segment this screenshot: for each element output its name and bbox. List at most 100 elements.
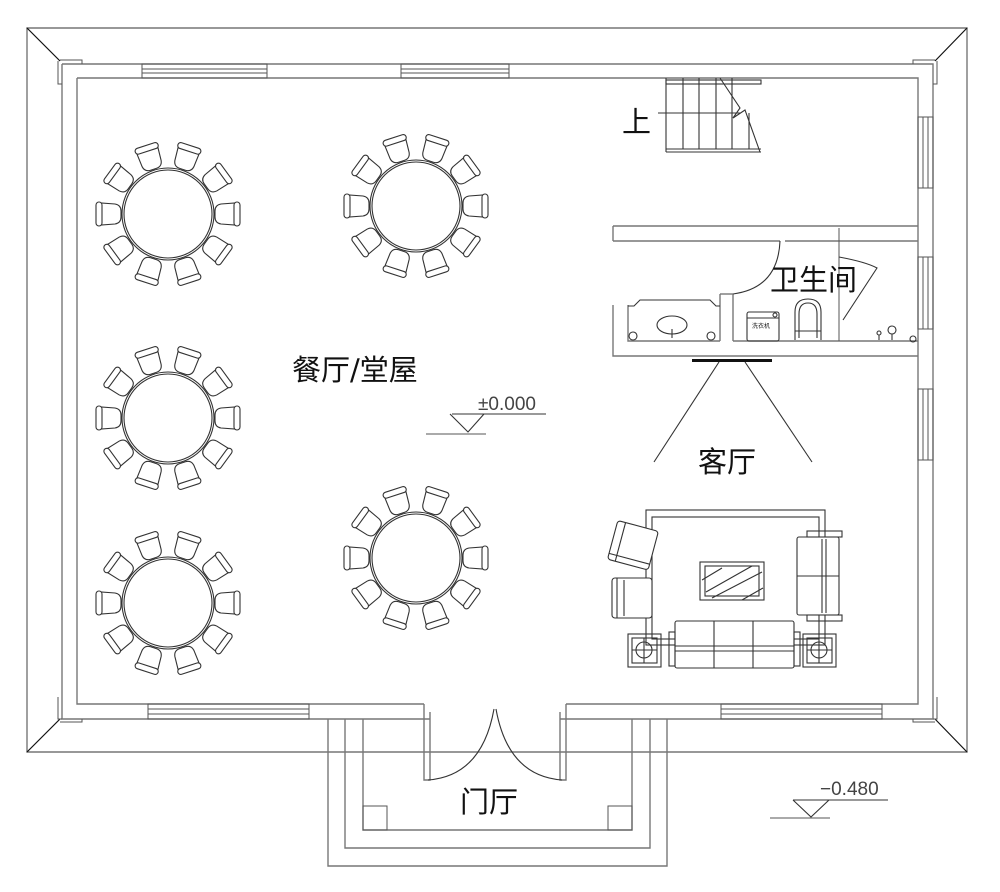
dining-chair <box>134 346 162 376</box>
coffee-table <box>699 561 765 601</box>
table-top <box>371 161 461 251</box>
dining-chair <box>103 551 134 582</box>
dining-chair <box>174 531 202 561</box>
room-label-dining: 餐厅/堂屋 <box>292 353 418 387</box>
dining-chair <box>103 235 134 266</box>
window-right-3 <box>917 388 934 461</box>
dining-tables <box>95 134 489 675</box>
entrance-porch <box>327 704 668 867</box>
dining-chair <box>214 590 241 616</box>
dining-table <box>343 134 489 278</box>
dining-chair <box>382 600 410 630</box>
dining-chair <box>351 154 382 185</box>
table-top <box>369 159 463 253</box>
dining-chair <box>202 624 233 655</box>
washing-machine: 洗衣机 <box>746 311 780 342</box>
dining-chair <box>450 154 481 185</box>
dining-chair <box>202 366 233 397</box>
dining-chair <box>174 460 202 490</box>
side-table-left <box>627 633 662 668</box>
dining-chair <box>351 579 382 610</box>
table-top <box>121 167 215 261</box>
dining-chair <box>174 256 202 286</box>
dining-chair <box>422 486 450 516</box>
dining-table <box>95 531 241 675</box>
window-bottom-left <box>147 703 310 720</box>
dining-chair <box>202 235 233 266</box>
dining-chair <box>382 248 410 278</box>
dining-chair <box>382 486 410 516</box>
toilet <box>794 298 822 340</box>
dining-chair <box>174 346 202 376</box>
dining-chair <box>103 624 134 655</box>
sofa-bottom <box>668 620 801 669</box>
dining-chair <box>95 590 122 616</box>
table-top <box>123 558 213 648</box>
armchair-top <box>607 520 659 570</box>
dining-chair <box>450 506 481 537</box>
dining-chair <box>343 193 370 219</box>
dining-chair <box>422 248 450 278</box>
dining-chair <box>103 366 134 397</box>
sofa-right <box>796 530 843 622</box>
armchair-bottom <box>611 577 653 619</box>
dining-chair <box>351 227 382 258</box>
dining-chair <box>450 579 481 610</box>
bath-fixtures <box>876 325 917 343</box>
level-marker-indoor: ±0.000 <box>426 394 546 435</box>
table-top <box>123 169 213 259</box>
dining-chair <box>174 142 202 172</box>
windows <box>141 63 934 720</box>
dining-chair <box>343 545 370 571</box>
dining-chair <box>422 600 450 630</box>
dining-chair <box>462 193 489 219</box>
dining-chair <box>450 227 481 258</box>
table-top <box>121 556 215 650</box>
dining-chair <box>202 551 233 582</box>
dining-chair <box>202 439 233 470</box>
bathroom-inner-door <box>838 256 878 321</box>
dining-chair <box>214 201 241 227</box>
dining-table <box>343 486 489 630</box>
side-table-right <box>802 633 837 668</box>
living-room-set <box>607 509 843 669</box>
dining-chair <box>214 405 241 431</box>
dining-chair <box>174 645 202 675</box>
dining-chair <box>134 645 162 675</box>
room-label-living: 客厅 <box>698 445 756 479</box>
table-top <box>369 511 463 605</box>
dining-chair <box>382 134 410 164</box>
dining-table <box>95 346 241 490</box>
window-right-1 <box>917 116 934 189</box>
level-marker-outdoor: −0.480 <box>770 779 888 819</box>
table-top <box>121 371 215 465</box>
outdoor-level-text: −0.480 <box>820 779 879 800</box>
window-right-2 <box>917 256 934 330</box>
dining-chair <box>95 201 122 227</box>
dining-chair <box>134 460 162 490</box>
dining-chair <box>134 142 162 172</box>
stairs-up-label: 上 <box>622 105 651 139</box>
roof-outline <box>26 27 968 753</box>
interior-walls <box>612 225 918 362</box>
dining-table <box>95 142 241 286</box>
window-bottom-right <box>720 703 883 720</box>
table-top <box>123 373 213 463</box>
dining-chair <box>351 506 382 537</box>
dining-chair <box>462 545 489 571</box>
washing-machine-label: 洗衣机 <box>752 322 770 330</box>
dining-chair <box>422 134 450 164</box>
room-label-entrance: 门厅 <box>460 785 518 819</box>
dining-chair <box>134 531 162 561</box>
living-room-sightlines <box>653 361 813 463</box>
table-top <box>371 513 461 603</box>
sink-counter <box>628 299 720 341</box>
room-label-bathroom: 卫生间 <box>770 263 857 297</box>
bathroom-door <box>727 240 781 295</box>
dining-chair <box>202 162 233 193</box>
window-top-left <box>141 63 268 79</box>
indoor-level-text: ±0.000 <box>478 394 536 415</box>
dining-chair <box>103 439 134 470</box>
dining-chair <box>95 405 122 431</box>
